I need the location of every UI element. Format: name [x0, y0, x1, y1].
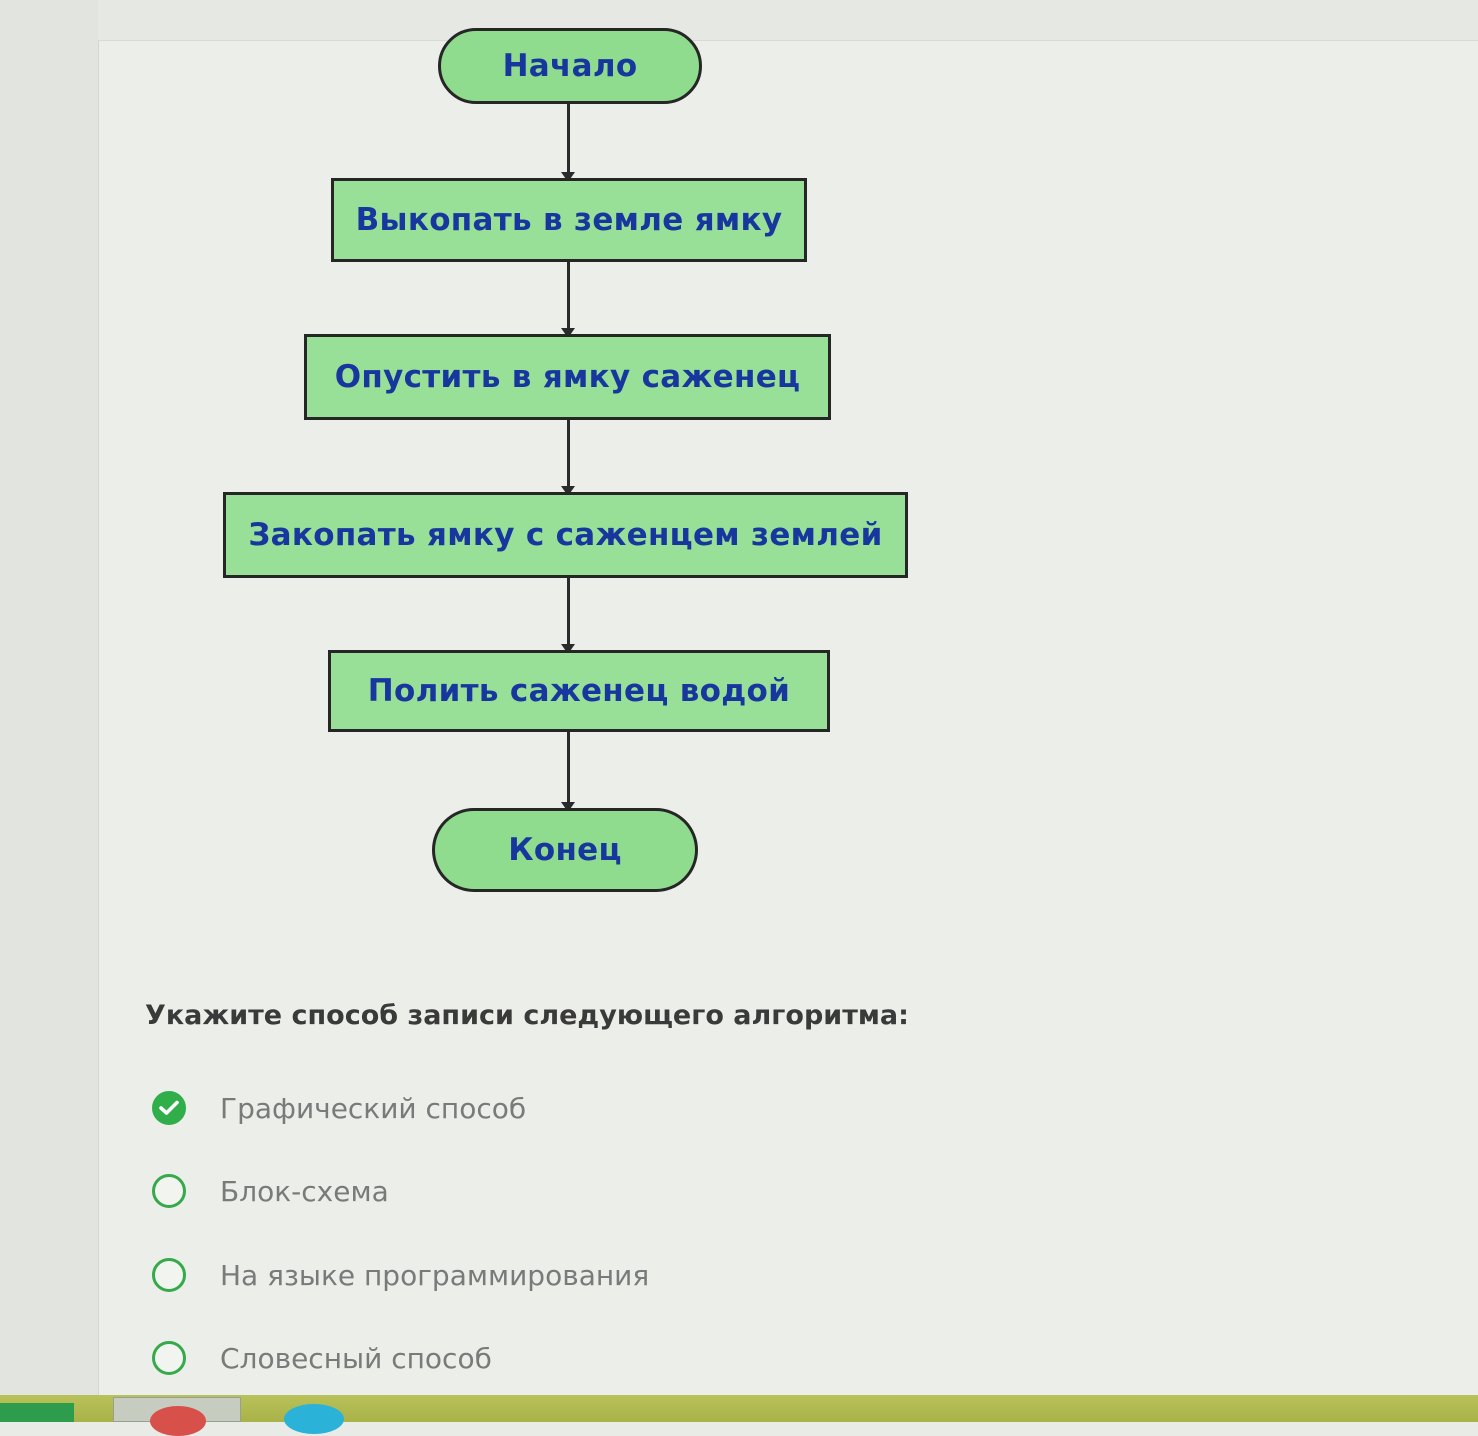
- taskbar: [0, 1395, 1478, 1422]
- answer-option-label: На языке программирования: [220, 1258, 650, 1292]
- left-gutter: [0, 0, 99, 1395]
- flowchart-step-2-label: Опустить в ямку саженец: [334, 359, 801, 395]
- algorithm-flowchart: Начало Выкопать в земле ямку Опустить в …: [223, 28, 908, 892]
- radio-circle-icon[interactable]: [152, 1258, 186, 1292]
- answer-option-verbal[interactable]: Словесный способ: [152, 1336, 492, 1380]
- flowchart-step-2: Опустить в ямку саженец: [304, 334, 831, 420]
- answer-option-graphic[interactable]: Графический способ: [152, 1086, 526, 1130]
- flowchart-end-label: Конец: [508, 832, 622, 868]
- answer-option-label: Графический способ: [220, 1091, 527, 1125]
- question-text: Укажите способ записи следующего алгорит…: [145, 1000, 909, 1031]
- flowchart-start-node: Начало: [438, 28, 702, 104]
- radio-circle-icon[interactable]: [152, 1341, 186, 1375]
- flowchart-step-4: Полить саженец водой: [328, 650, 830, 732]
- flowchart-step-4-label: Полить саженец водой: [367, 673, 791, 709]
- flowchart-step-1-label: Выкопать в земле ямку: [355, 202, 783, 238]
- flowchart-step-3: Закопать ямку с саженцем землей: [223, 492, 908, 578]
- browser-icon[interactable]: [150, 1406, 206, 1436]
- start-button[interactable]: [0, 1403, 74, 1422]
- flowchart-arrow-3: [561, 420, 575, 496]
- flowchart-step-3-label: Закопать ямку с саженцем землей: [248, 517, 883, 553]
- check-circle-icon[interactable]: [152, 1091, 186, 1125]
- radio-circle-icon[interactable]: [152, 1174, 186, 1208]
- flowchart-arrow-4: [561, 578, 575, 654]
- flowchart-end-node: Конец: [432, 808, 698, 892]
- app-icon[interactable]: [284, 1404, 344, 1434]
- flowchart-arrow-2: [561, 262, 575, 338]
- answer-option-flowchart[interactable]: Блок-схема: [152, 1169, 389, 1213]
- flowchart-arrow-5: [561, 732, 575, 812]
- flowchart-step-1: Выкопать в земле ямку: [331, 178, 807, 262]
- answer-option-label: Блок-схема: [220, 1174, 389, 1208]
- top-strip: [98, 0, 1478, 41]
- flowchart-start-label: Начало: [502, 48, 638, 84]
- answer-option-label: Словесный способ: [220, 1341, 492, 1375]
- flowchart-arrow-1: [561, 104, 575, 182]
- answer-option-programming[interactable]: На языке программирования: [152, 1253, 649, 1297]
